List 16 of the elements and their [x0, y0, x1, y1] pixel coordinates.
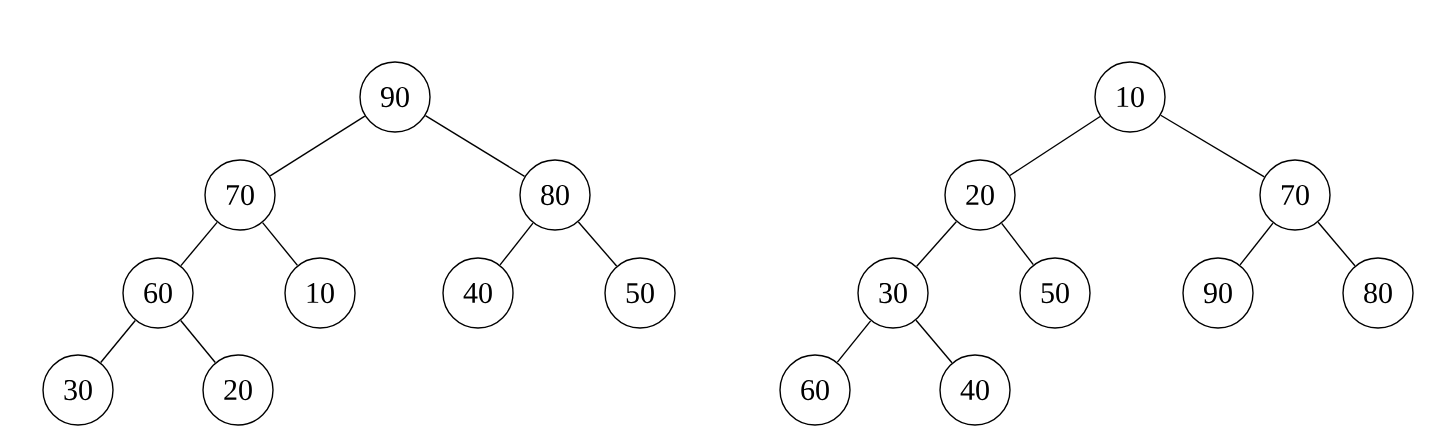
tree-edge — [100, 319, 136, 364]
tree-edge — [577, 221, 618, 267]
tree-edge — [499, 222, 534, 266]
tree-edge — [180, 319, 216, 364]
tree-edge — [1001, 222, 1034, 266]
tree-edge — [180, 221, 218, 267]
tree-edge — [1160, 114, 1265, 178]
tree-edge — [424, 114, 526, 178]
tree-edge — [269, 115, 366, 177]
tree-edge — [1009, 115, 1101, 177]
tree-edge — [836, 320, 872, 363]
tree-edge — [915, 319, 953, 364]
tree-edge — [261, 221, 299, 267]
tree-edge — [1317, 221, 1356, 267]
tree-edge — [916, 221, 957, 267]
tree-edge — [1239, 222, 1274, 266]
